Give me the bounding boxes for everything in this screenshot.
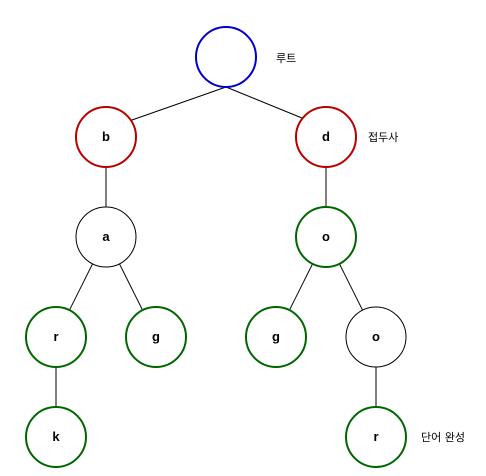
node-letter-ba: a [102, 229, 110, 244]
edge-ba-bar [68, 263, 94, 311]
node-letter-dog: g [272, 329, 280, 344]
trie-node-root [195, 26, 257, 88]
node-circle-door [345, 406, 407, 468]
trie-node-doo: o [345, 306, 407, 368]
trie-node-bark: k [25, 406, 87, 468]
edge-root-b [130, 86, 227, 121]
node-letter-do: o [322, 229, 330, 244]
edge-do-dog [288, 263, 314, 311]
node-circle-ba [75, 206, 137, 268]
trie-node-d: d [295, 106, 357, 168]
word-complete-label: 단어 완성 [421, 431, 465, 444]
trie-node-ba: a [75, 206, 137, 268]
trie-node-do: o [295, 206, 357, 268]
node-circle-bag [125, 306, 187, 368]
node-circle-root [195, 26, 257, 88]
edge-root-d [225, 86, 303, 119]
node-letter-bar: r [53, 329, 58, 344]
node-letter-bag: g [152, 329, 160, 344]
edge-do-doo [338, 263, 364, 311]
node-letter-d: d [322, 129, 330, 144]
node-letter-doo: o [372, 329, 380, 344]
node-letter-bark: k [52, 429, 60, 444]
trie-node-dog: g [245, 306, 307, 368]
node-circle-doo [345, 306, 407, 368]
trie-node-door: r [345, 406, 407, 468]
edge-layer [55, 86, 377, 407]
node-letter-b: b [102, 129, 110, 144]
node-circle-bar [25, 306, 87, 368]
node-circle-do [295, 206, 357, 268]
node-layer: b d a o r g g o k r [25, 26, 407, 468]
node-circle-b [75, 106, 137, 168]
prefix-label: 접두사 [368, 131, 398, 144]
trie-node-b: b [75, 106, 137, 168]
node-circle-dog [245, 306, 307, 368]
node-letter-door: r [373, 429, 378, 444]
root-label: 루트 [276, 52, 296, 65]
edge-ba-bag [118, 263, 144, 311]
node-circle-bark [25, 406, 87, 468]
trie-node-bar: r [25, 306, 87, 368]
node-circle-d [295, 106, 357, 168]
trie-node-bag: g [125, 306, 187, 368]
